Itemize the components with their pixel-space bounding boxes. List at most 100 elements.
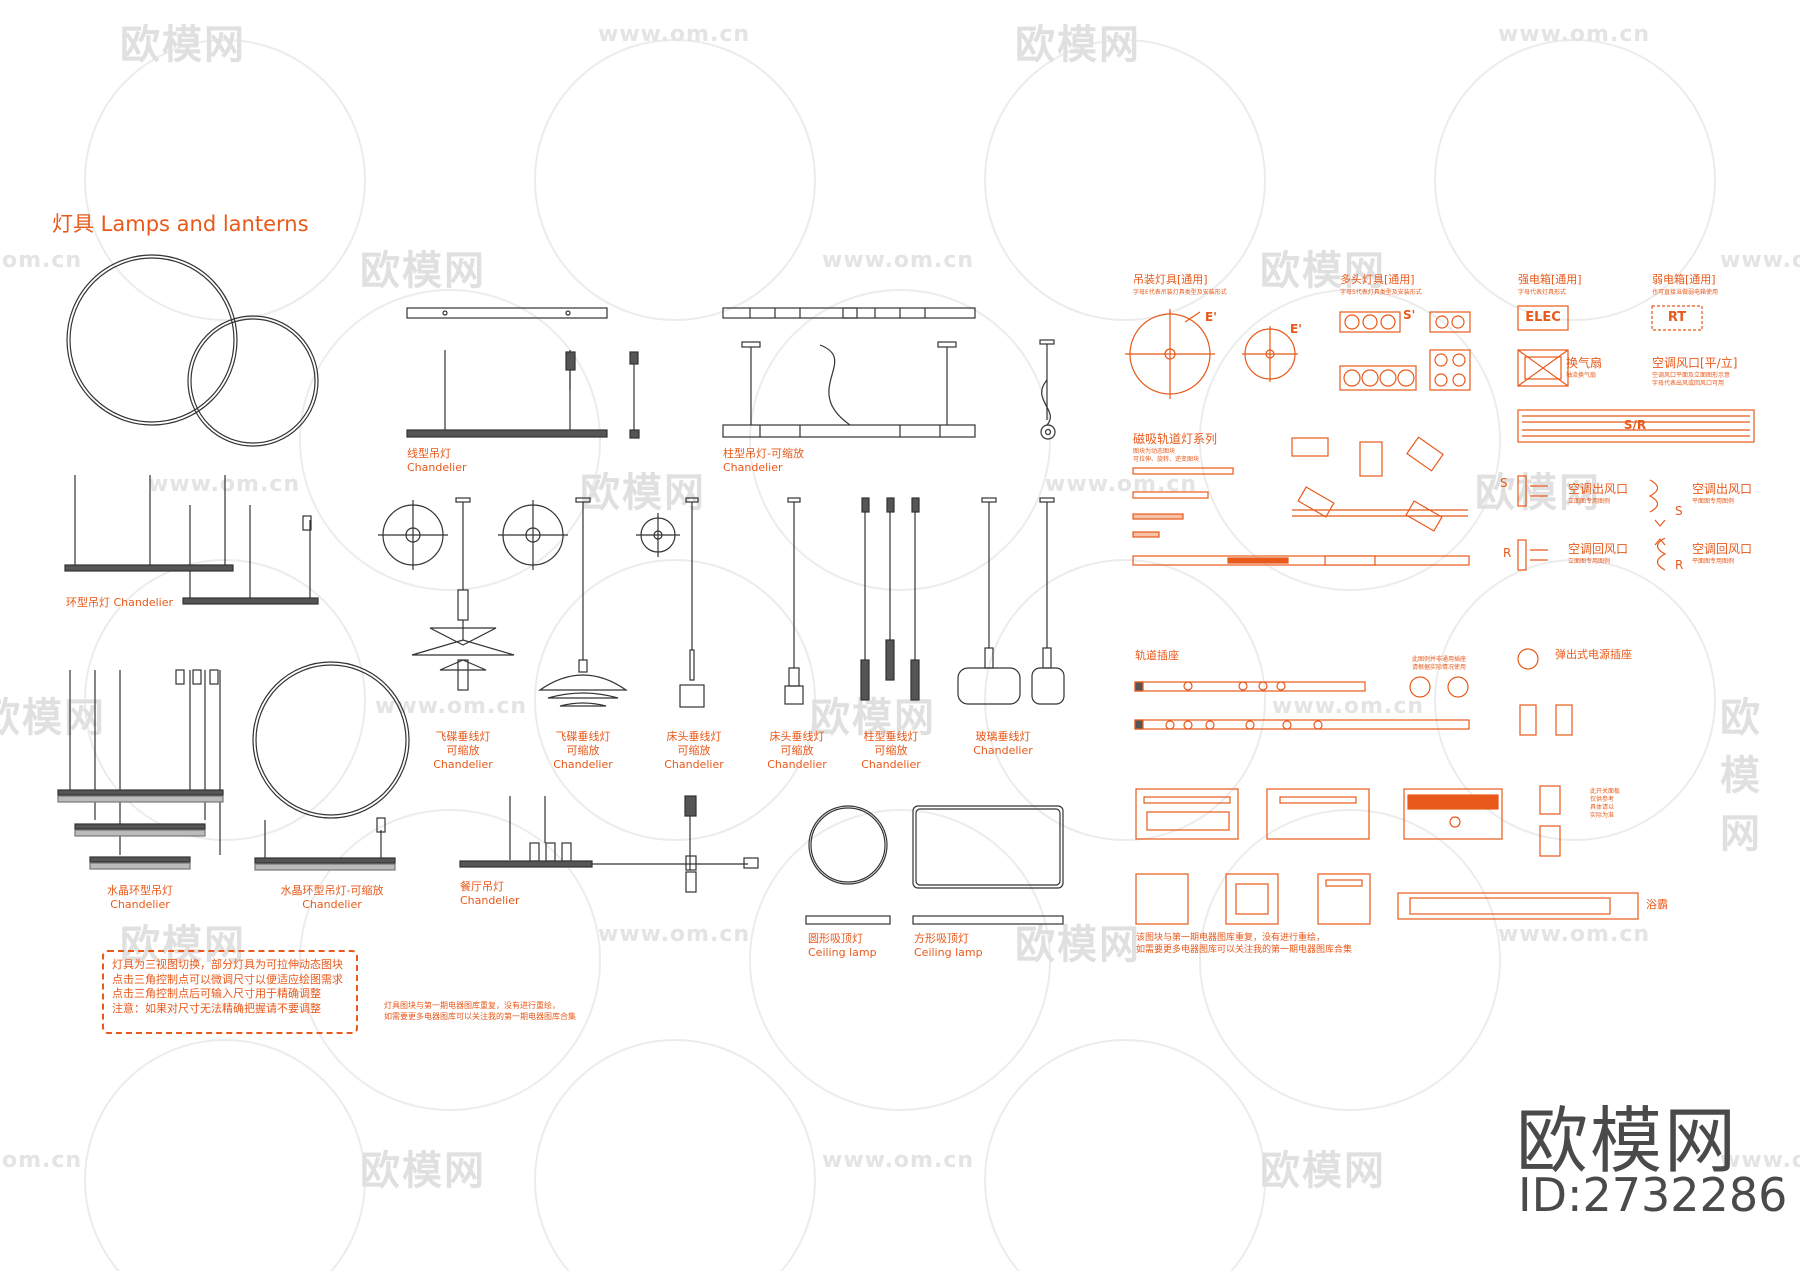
saucer-pendant-elevation-2: [538, 497, 628, 707]
watermark-url: www.om.cn: [375, 694, 528, 719]
square-ceiling-lamp: [912, 805, 1064, 925]
letter-e: E': [1205, 310, 1217, 324]
watermark-brand: 欧模网: [1015, 22, 1141, 68]
note-line: 如需要更多电器图库可以关注我的第一期电器图库合集: [384, 1012, 576, 1021]
watermark-brand: 欧模网: [120, 922, 246, 968]
track-sockets: [1134, 676, 1470, 730]
ac-outlet-title: 空调出风口: [1568, 482, 1629, 496]
strong-box-desc: 字母代表灯具形式: [1518, 289, 1567, 296]
saucer-pendant-label: 飞碟垂线灯 可缩放 Chandelier: [423, 730, 503, 772]
strong-box-title: 强电箱[通用]: [1518, 273, 1582, 286]
label-en: Chandelier: [433, 758, 493, 771]
watermark-url: om.cn: [2, 1148, 83, 1173]
label-cn: 水晶环型吊灯-可缩放: [280, 884, 384, 897]
label-scale: 可缩放: [874, 744, 908, 757]
watermark-url: www.om.cn: [1272, 694, 1425, 719]
double-ring-plan: [66, 254, 319, 447]
note-line: 该图块与第一期电器图库重复，没有进行重绘，: [1136, 933, 1326, 943]
label-en: Chandelier: [407, 461, 467, 474]
ac-return-desc: 立面图专用图例: [1568, 558, 1611, 565]
note-line: 具体请以: [1590, 804, 1615, 811]
round-ceiling-label: 圆形吸顶灯 Ceiling lamp: [808, 932, 877, 960]
pillar-pendants: [860, 497, 920, 701]
watermark-url: www.om.cn: [1720, 1148, 1800, 1173]
sr-code: S/R: [1623, 418, 1647, 432]
watermark-brand: 欧模网: [360, 1148, 486, 1194]
ring-chandelier-label: 环型吊灯 Chandelier: [66, 596, 174, 609]
track-lights-desc: 图块为动态图块 可拉伸、旋转、逆变图块: [1133, 448, 1199, 464]
watermark-url: www.om.cn: [1498, 922, 1651, 947]
ac-return-plan-desc: 平面图专用图例: [1692, 558, 1735, 565]
note-line: 实际为准: [1590, 812, 1615, 819]
label-cn: 飞碟垂线灯: [435, 730, 491, 743]
watermark-brand: 欧模网: [1720, 695, 1762, 857]
fan-title: 换气扇: [1566, 356, 1603, 370]
multi-head-symbols: [1339, 311, 1471, 391]
note-line: 如需要更多电器图库可以关注我的第一期电器图库合集: [1136, 945, 1353, 955]
vent-flat-desc: 空调风口平面及立面图形示意 字母代表出风或回风口可用: [1652, 372, 1730, 388]
linear-chandelier-label: 线型吊灯 Chandelier: [407, 447, 467, 475]
desc-line: 可拉伸、旋转、逆变图块: [1133, 456, 1200, 463]
column-chandelier-label: 柱型吊灯-可缩放 Chandelier: [723, 447, 804, 475]
label-cn: 玻璃垂线灯: [975, 730, 1031, 743]
note-line: 此图例并非通用插座: [1412, 656, 1467, 663]
watermark-url: www.om.cn: [148, 472, 301, 497]
elec-code: ELEC: [1525, 310, 1561, 325]
note-line: 请根据实际情况使用: [1412, 664, 1467, 671]
multi-head-title: 多头灯具[通用]: [1340, 273, 1415, 286]
ac-outlet-desc: 立面图专用图例: [1568, 498, 1611, 505]
ac-vent-symbols: [1517, 475, 1667, 571]
pendant-general-title: 吊装灯具[通用]: [1133, 273, 1208, 286]
desc-line: 字母代表出风或回风口可用: [1652, 380, 1725, 387]
fan-desc: 轴流换气扇: [1566, 372, 1597, 379]
label-en: Chandelier: [664, 758, 724, 771]
label-cn: 飞碟垂线灯: [555, 730, 611, 743]
column-chandelier: [722, 307, 1056, 440]
watermark-url: www.om.cn: [598, 922, 751, 947]
watermark-brand: 欧模网: [580, 470, 706, 516]
popup-socket-title: 弹出式电源插座: [1555, 648, 1632, 661]
repeat-note-left: 灯具图块与第一期电器图库重复，没有进行重绘， 如需要更多电器图库可以关注我的第一…: [384, 1000, 576, 1022]
watermark-url: www.om.cn: [822, 1148, 975, 1173]
weak-box-title: 弱电箱[通用]: [1652, 273, 1716, 286]
watermark-brand: 欧模网: [1015, 922, 1141, 968]
watermark-url: www.om.cn: [822, 248, 975, 273]
label-cn: 水晶环型吊灯: [107, 884, 173, 897]
saucer-pendant-plans: [378, 500, 680, 570]
multi-head-desc: 字母S代表灯具类型及安装形式: [1340, 289, 1422, 296]
label-scale: 可缩放: [566, 744, 600, 757]
label-en: Chandelier: [767, 758, 827, 771]
appliance-panels: [1135, 785, 1639, 925]
letter-s: S: [1675, 504, 1683, 518]
label-scale: 可缩放: [677, 744, 711, 757]
label-en: Chandelier: [861, 758, 921, 771]
label-en: Ceiling lamp: [914, 946, 983, 959]
label-en: Ceiling lamp: [808, 946, 877, 959]
letter-r: R: [1503, 546, 1512, 560]
track-socket-title: 轨道插座: [1135, 649, 1179, 662]
crystal-chandelier-2-label: 水晶环型吊灯-可缩放 Chandelier: [262, 884, 402, 912]
watermark-brand: 欧模网: [1260, 248, 1386, 294]
note-line: 注意：如果对尺寸无法精确把握请不要调整: [112, 1001, 321, 1015]
note-line: 点击三角控制点可以微调尺寸以便适应绘图需求: [112, 972, 343, 986]
watermark-url: www.om.cn: [1720, 248, 1800, 273]
note-line: 仅供参考: [1590, 796, 1615, 803]
watermark-brand: 欧模网: [1260, 1148, 1386, 1194]
watermark-brand: 欧模网: [0, 695, 106, 741]
brand-logo-text: 欧模网: [1516, 1099, 1739, 1183]
watermark-brand: 欧模网: [810, 695, 936, 741]
label-cn: 方形吸顶灯: [914, 932, 969, 945]
label-en: Chandelier: [973, 744, 1033, 757]
brand-id: ID:2732286: [1518, 1168, 1788, 1222]
pillar-pendant-label: 柱型垂线灯 可缩放 Chandelier: [851, 730, 931, 772]
label-en: Chandelier: [460, 894, 520, 907]
note-line: 灯具为三视图切换，部分灯具为可拉伸动态图块: [112, 958, 343, 971]
weak-box-desc: 也可直接当做弱电箱使用: [1652, 289, 1719, 296]
watermark-brand: 欧模网: [360, 248, 486, 294]
popup-socket: [1517, 648, 1573, 736]
ac-return-plan-title: 空调回风口: [1692, 542, 1753, 556]
desc-line: 空调风口平面及立面图形示意: [1652, 372, 1731, 379]
letter-s: S': [1403, 308, 1416, 322]
label-cn: 线型吊灯: [407, 447, 451, 460]
